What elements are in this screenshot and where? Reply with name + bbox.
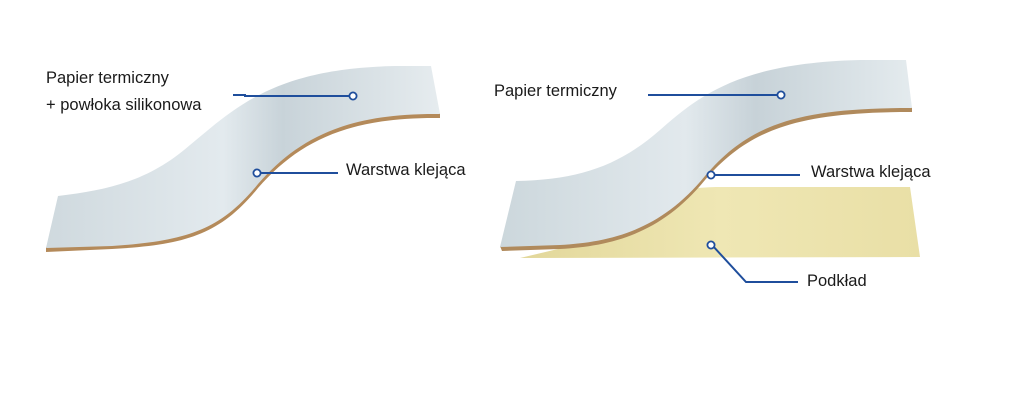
right-paper-label: Papier termiczny (494, 82, 617, 100)
right-paper-face (500, 60, 912, 247)
left-adhesive-label: Warstwa klejąca (346, 161, 466, 179)
left-paper-label-line1: Papier termiczny (46, 69, 169, 87)
right-paper-callout (648, 90, 786, 100)
left-paper-face (46, 66, 440, 248)
right-paper-callout-dot (776, 90, 786, 100)
right-adhesive-callout (706, 170, 800, 180)
right-label-illustration (500, 60, 920, 258)
right-adhesive-callout-dot (706, 170, 716, 180)
right-liner-label: Podkład (807, 272, 867, 290)
right-adhesive-label: Warstwa klejąca (811, 163, 931, 181)
left-label-illustration (46, 66, 440, 253)
right-liner-callout (706, 240, 798, 283)
left-paper-callout-dot (348, 91, 358, 101)
left-paper-callout (233, 91, 358, 101)
right-liner-callout-dot (706, 240, 716, 250)
left-paper-label-line2: + powłoka silikonowa (46, 96, 202, 114)
left-adhesive-callout (252, 168, 338, 178)
left-adhesive-callout-dot (252, 168, 262, 178)
